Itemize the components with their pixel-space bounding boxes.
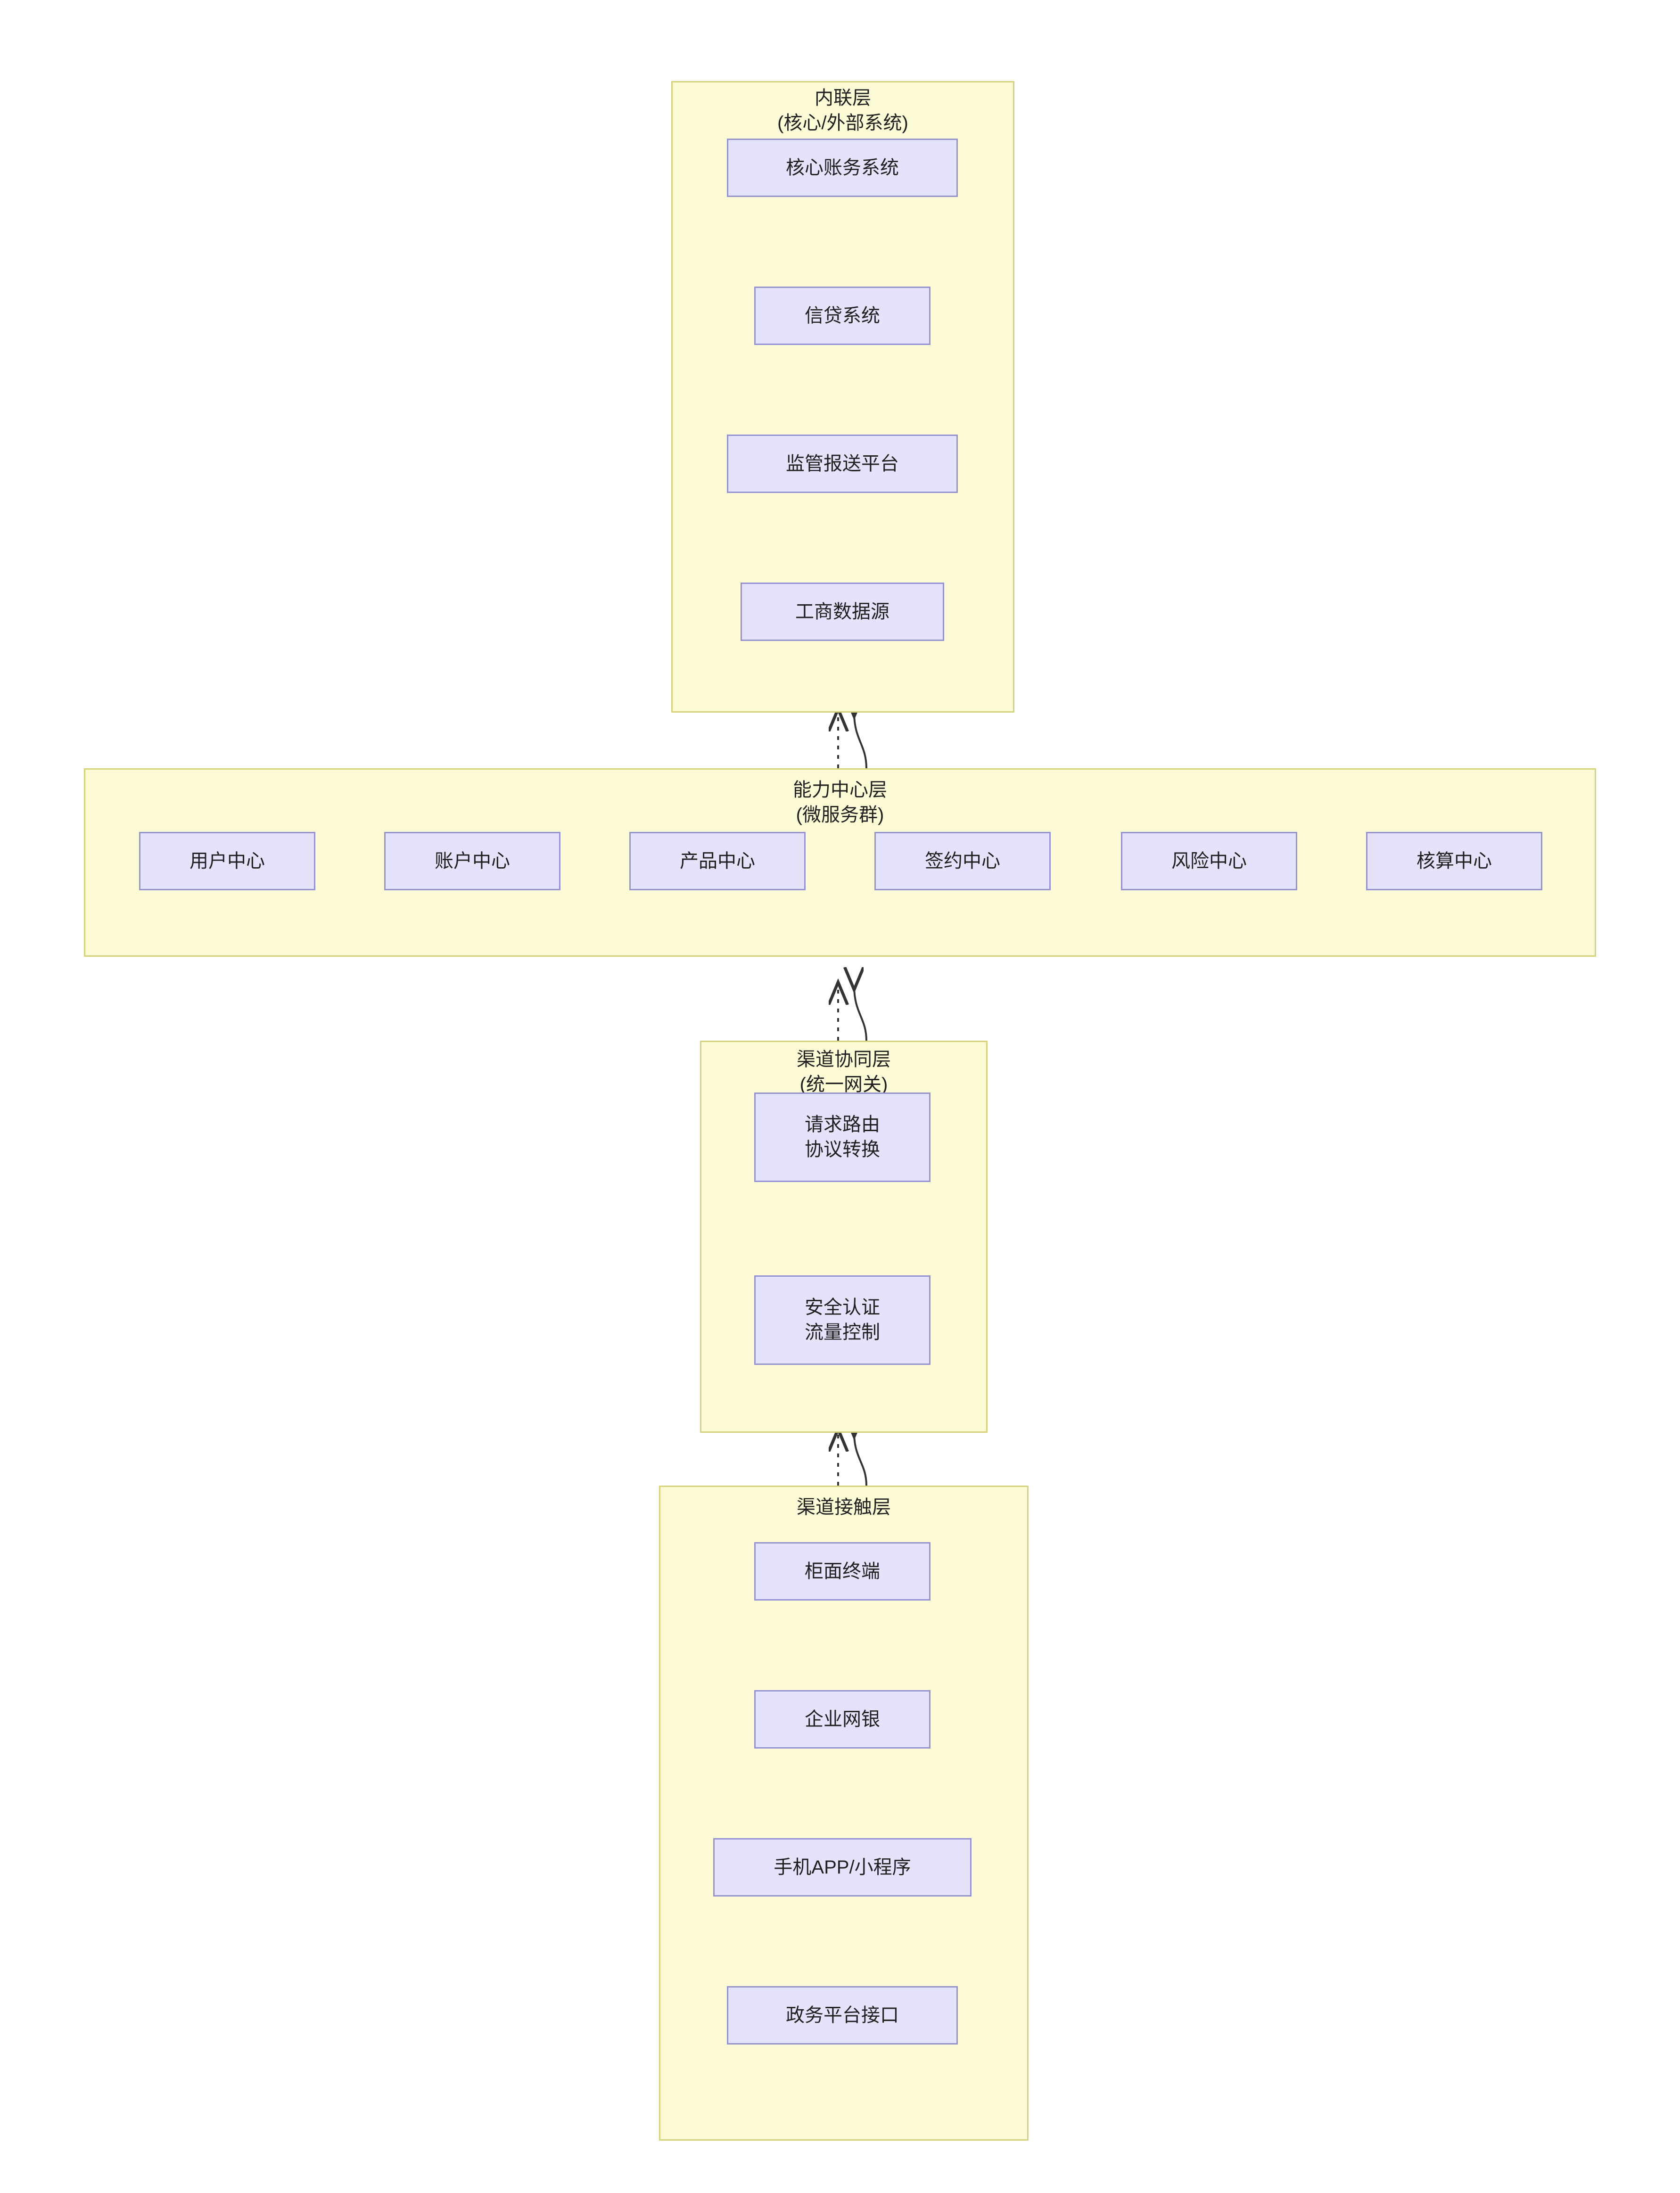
layer-capability[interactable] — [84, 768, 1596, 957]
node-routing[interactable]: 请求路由 协议转换 — [754, 1092, 931, 1182]
node-account-center[interactable]: 账户中心 — [384, 832, 560, 890]
node-contract-center[interactable]: 签约中心 — [874, 832, 1051, 890]
node-accounting-center[interactable]: 核算中心 — [1366, 832, 1542, 890]
node-risk-center[interactable]: 风险中心 — [1121, 832, 1297, 890]
node-product-center[interactable]: 产品中心 — [629, 832, 806, 890]
node-gov-platform-api[interactable]: 政务平台接口 — [727, 1986, 958, 2045]
node-user-center[interactable]: 用户中心 — [139, 832, 315, 890]
node-corporate-ebank[interactable]: 企业网银 — [754, 1690, 931, 1749]
node-regulatory-report[interactable]: 监管报送平台 — [727, 435, 958, 493]
node-credit-system[interactable]: 信贷系统 — [754, 287, 931, 345]
node-business-data-source[interactable]: 工商数据源 — [741, 583, 944, 641]
node-counter-terminal[interactable]: 柜面终端 — [754, 1542, 931, 1601]
edge-collab-capability — [838, 986, 867, 1041]
edge-touch-collab — [838, 1433, 867, 1486]
edge-capability-internal — [838, 713, 867, 769]
node-core-accounting[interactable]: 核心账务系统 — [727, 139, 958, 197]
node-mobile-app[interactable]: 手机APP/小程序 — [713, 1838, 972, 1897]
node-security[interactable]: 安全认证 流量控制 — [754, 1275, 931, 1365]
